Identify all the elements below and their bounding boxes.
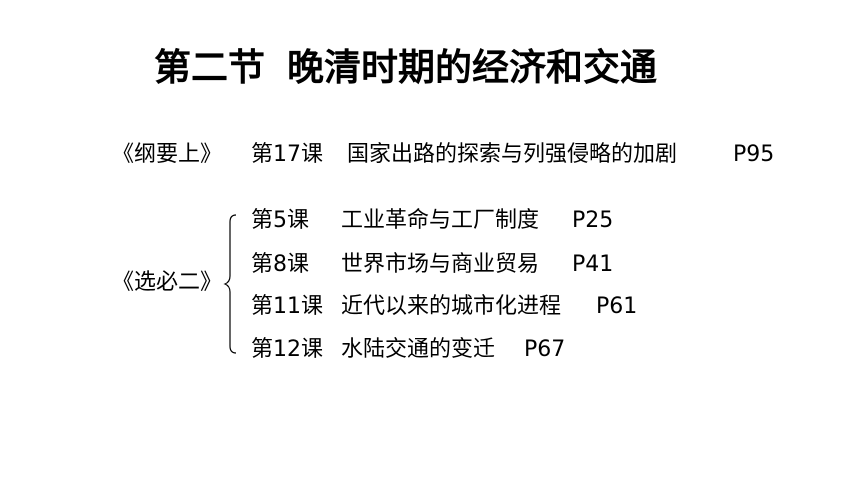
lesson-page: P25 xyxy=(572,208,614,233)
book-xuanbi: 《选必二》 xyxy=(112,270,223,295)
lesson-number: 第11课 xyxy=(251,294,323,319)
gangyao-lesson-row: 第17课 国家出路的探索与列强侵略的加剧 P95 xyxy=(0,140,860,170)
xuanbi-lesson-row: 第12课 水陆交通的变迁 P67 xyxy=(0,335,860,365)
lesson-number: 第5课 xyxy=(251,208,309,233)
lesson-topic: 世界市场与商业贸易 xyxy=(341,252,540,277)
lesson-number: 第17课 xyxy=(251,142,323,167)
lesson-page: P67 xyxy=(524,337,566,362)
section-number: 第二节 xyxy=(154,46,265,89)
page-title: 第二节晚清时期的经济和交通 xyxy=(154,44,657,92)
lesson-topic: 国家出路的探索与列强侵略的加剧 xyxy=(347,142,678,167)
xuanbi-lesson-row: 第5课 工业革命与工厂制度 P25 xyxy=(0,206,860,236)
lesson-topic: 工业革命与工厂制度 xyxy=(341,208,540,233)
book-gangyao: 《纲要上》 xyxy=(112,142,223,167)
lesson-page: P95 xyxy=(733,142,775,167)
lesson-page: P41 xyxy=(572,252,614,277)
lesson-topic: 水陆交通的变迁 xyxy=(341,337,496,362)
section-title: 晚清时期的经济和交通 xyxy=(287,46,657,89)
xuanbi-lesson-row: 第8课 世界市场与商业贸易 P41 xyxy=(0,250,860,280)
xuanbi-lesson-row: 第11课 近代以来的城市化进程 P61 xyxy=(0,292,860,322)
lesson-page: P61 xyxy=(596,294,638,319)
lesson-number: 第8课 xyxy=(251,252,309,277)
lesson-topic: 近代以来的城市化进程 xyxy=(341,294,562,319)
lesson-number: 第12课 xyxy=(251,337,323,362)
